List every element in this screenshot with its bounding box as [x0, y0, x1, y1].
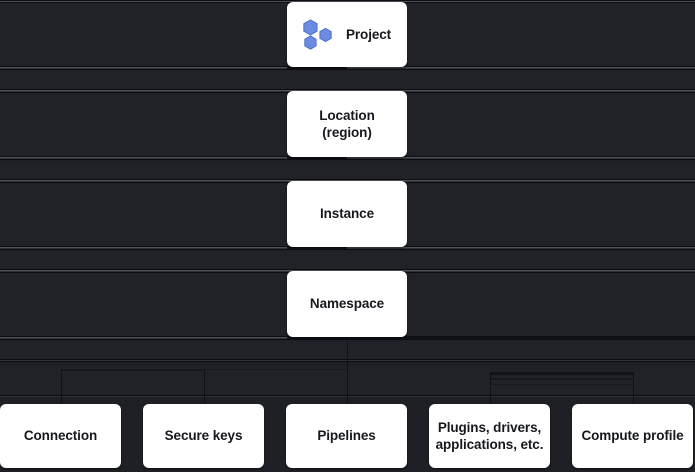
connector-project-location	[287, 67, 347, 69]
hexagon-cluster-icon	[303, 18, 332, 50]
band-fill-9	[0, 366, 695, 396]
connector-branch-right-3	[490, 384, 633, 385]
leaf-plugins[interactable]: Plugins, drivers, applications, etc.	[429, 404, 550, 468]
leaf-compute-profile[interactable]: Compute profile	[572, 404, 693, 468]
node-project[interactable]: Project	[287, 2, 407, 67]
connector-instance-namespace	[287, 247, 347, 249]
node-location-label: Location (region)	[319, 107, 375, 140]
band-fill-4	[0, 162, 695, 179]
leaf-secure-keys[interactable]: Secure keys	[143, 404, 264, 468]
band-fill-6	[0, 252, 695, 269]
band-fill-8	[0, 342, 695, 360]
connector-drop-pipelines	[347, 339, 348, 404]
connector-drop-secure-keys	[204, 369, 205, 404]
connector-drop-compute-profile	[633, 372, 634, 404]
node-instance-label: Instance	[320, 206, 374, 222]
connector-branch-left	[61, 369, 204, 371]
band-divider-10	[0, 395, 695, 399]
node-instance[interactable]: Instance	[287, 181, 407, 247]
connector-branch-mid-left	[204, 369, 347, 370]
connector-branch-right-2	[490, 378, 633, 380]
band-divider-9	[0, 359, 695, 364]
leaf-connection[interactable]: Connection	[0, 404, 121, 468]
node-namespace[interactable]: Namespace	[287, 271, 407, 337]
leaf-compute-profile-label: Compute profile	[581, 428, 684, 444]
connector-namespace-rail	[287, 337, 695, 339]
leaf-pipelines-label: Pipelines	[317, 428, 376, 444]
connector-branch-right	[490, 372, 633, 375]
leaf-connection-label: Connection	[23, 428, 98, 444]
leaf-secure-keys-label: Secure keys	[164, 428, 243, 444]
connector-drop-connection	[61, 369, 62, 404]
leaf-plugins-label: Plugins, drivers, applications, etc.	[435, 419, 544, 452]
connector-drop-plugins	[490, 372, 491, 404]
node-project-label: Project	[346, 26, 392, 42]
node-namespace-label: Namespace	[309, 296, 385, 312]
connector-location-instance	[287, 157, 347, 159]
node-location[interactable]: Location (region)	[287, 91, 407, 157]
leaf-pipelines[interactable]: Pipelines	[286, 404, 407, 468]
band-fill-2	[0, 71, 695, 90]
